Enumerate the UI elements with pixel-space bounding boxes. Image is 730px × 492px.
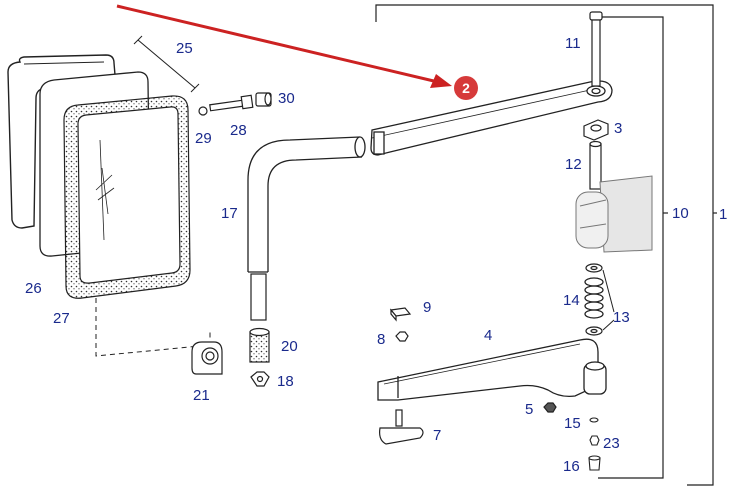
mirror-glass-frame [63, 95, 191, 299]
part-label-25: 25 [176, 40, 193, 57]
mirror-back-housing [7, 54, 116, 229]
part-label-28: 28 [230, 122, 247, 139]
clamp-bracket [191, 341, 223, 375]
part-label-30: 30 [278, 90, 295, 107]
part-label-21: 21 [193, 387, 210, 404]
end-cap-16 [588, 455, 601, 471]
nut-18 [250, 371, 270, 387]
part-label-20: 20 [281, 338, 298, 355]
bolt-cap [255, 92, 272, 107]
part-label-17: 17 [221, 205, 238, 222]
mirror-bolt [209, 94, 254, 112]
leader-25 [133, 35, 200, 93]
part-label-7: 7 [433, 427, 442, 444]
callout-arrow [116, 4, 452, 88]
cover-cap [389, 307, 412, 322]
spacer-sleeve [589, 140, 602, 190]
part-label-29: 29 [195, 130, 212, 147]
cab-mount-reference [575, 175, 653, 253]
nut-8 [395, 331, 409, 342]
part-label-14: 14 [563, 292, 580, 309]
part-label-5: 5 [525, 401, 534, 418]
spring [584, 277, 604, 319]
leader-13 [602, 269, 615, 313]
part-label-4: 4 [484, 327, 493, 344]
upper-arm [370, 80, 613, 156]
part-label-23: 23 [603, 435, 620, 452]
callout-badge: 2 [454, 76, 478, 100]
leader-13b [602, 319, 615, 331]
part-label-27: 27 [53, 310, 70, 327]
nut-23 [589, 435, 600, 446]
part-label-15: 15 [564, 415, 581, 432]
part-label-26: 26 [25, 280, 42, 297]
dashed-leader-line [95, 298, 211, 357]
assembly-bracket-1 [375, 4, 717, 486]
upper-washer [585, 263, 603, 273]
lower-arm [377, 338, 607, 401]
part-label-18: 18 [277, 373, 294, 390]
part-label-3: 3 [614, 120, 623, 137]
washer [198, 106, 208, 116]
part-label-12: 12 [565, 156, 582, 173]
nut-5 [543, 402, 557, 413]
part-label-13: 13 [613, 309, 630, 326]
rod-lower-end [250, 273, 267, 321]
part-label-9: 9 [423, 299, 432, 316]
part-label-11: 11 [565, 35, 581, 52]
lower-washer [585, 326, 603, 336]
part-label-8: 8 [377, 331, 386, 348]
part-label-10: 10 [672, 205, 689, 222]
rubber-bushing [249, 327, 270, 363]
part-label-16: 16 [563, 458, 580, 475]
clamp-knob [379, 409, 424, 445]
pivot-block [583, 119, 609, 141]
vertical-bolt [589, 11, 603, 87]
part-label-1: 1 [719, 206, 728, 223]
washer-15 [589, 417, 599, 423]
support-rod [247, 136, 366, 273]
assembly-bracket-10 [598, 16, 668, 479]
